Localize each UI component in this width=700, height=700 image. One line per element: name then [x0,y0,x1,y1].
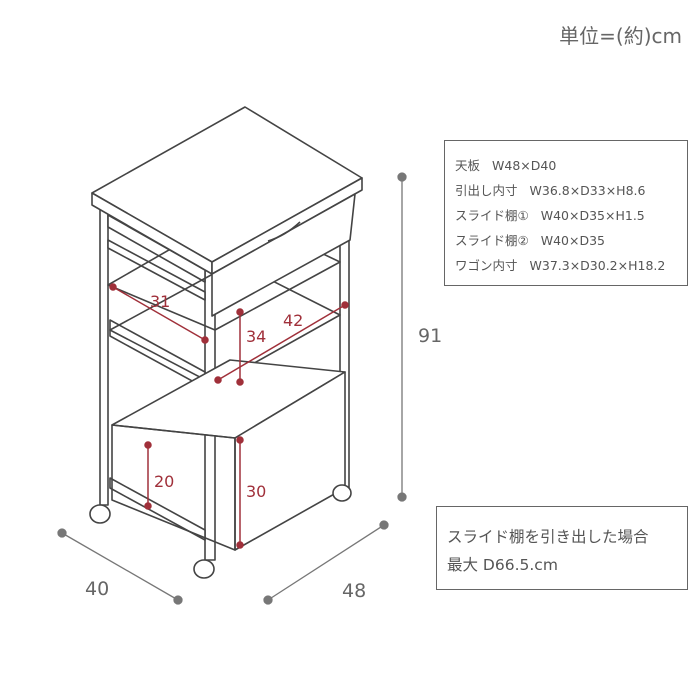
left-leg [99,204,109,506]
spec-row: 天板 W48×D40 [455,153,687,178]
dim-depth: 40 [85,578,109,600]
caster [89,504,111,524]
top-board-front [211,177,363,275]
side-rail-bottom [109,477,206,541]
spec-label: 天板 [455,158,481,173]
drawer-handle [267,221,301,242]
spec-value: W48×D40 [492,158,557,173]
slide-shelf-2 [109,261,341,386]
inner-dimension-lines [109,283,349,549]
slide-shelf-note: スライド棚を引き出した場合 最大 D66.5.cm [436,506,688,590]
spec-row: スライド棚① W40×D35×H1.5 [455,203,687,228]
note-line-2: 最大 D66.5.cm [447,556,558,574]
unit-label: 単位=(約)cm [559,24,682,48]
dim-width: 48 [342,580,366,602]
spec-label: ワゴン内寸 [455,258,518,273]
spec-row: 引出し内寸 W36.8×D33×H8.6 [455,178,687,203]
dim-shelf-depth: 31 [150,292,170,311]
spec-label: スライド棚① [455,208,529,223]
spec-value: W37.3×D30.2×H18.2 [529,258,666,273]
dim-shelf-width: 42 [283,311,303,330]
caster [193,559,215,579]
dim-wagon-height: 30 [246,482,266,501]
spec-value: W36.8×D33×H8.6 [529,183,646,198]
spec-table: 天板 W48×D40 引出し内寸 W36.8×D33×H8.6 スライド棚① W40×… [444,140,688,286]
spec-label: 引出し内寸 [455,183,518,198]
spec-value: W40×D35×H1.5 [540,208,645,223]
side-rail-upper [107,239,206,301]
spec-row: ワゴン内寸 W37.3×D30.2×H18.2 [455,253,687,278]
spec-value: W40×D35 [540,233,605,248]
note-line-1: スライド棚を引き出した場合 [447,528,649,546]
wagon-side [111,424,236,551]
dim-lower-gap: 20 [154,472,174,491]
outer-dimension-lines [57,172,407,605]
dim-shelf-gap: 34 [246,327,266,346]
spec-label: スライド棚② [455,233,529,248]
spec-row: スライド棚② W40×D35 [455,228,687,253]
dim-height: 91 [418,325,442,347]
drawer-front [211,193,356,317]
caster [332,484,352,502]
cart-drawing [89,106,363,579]
